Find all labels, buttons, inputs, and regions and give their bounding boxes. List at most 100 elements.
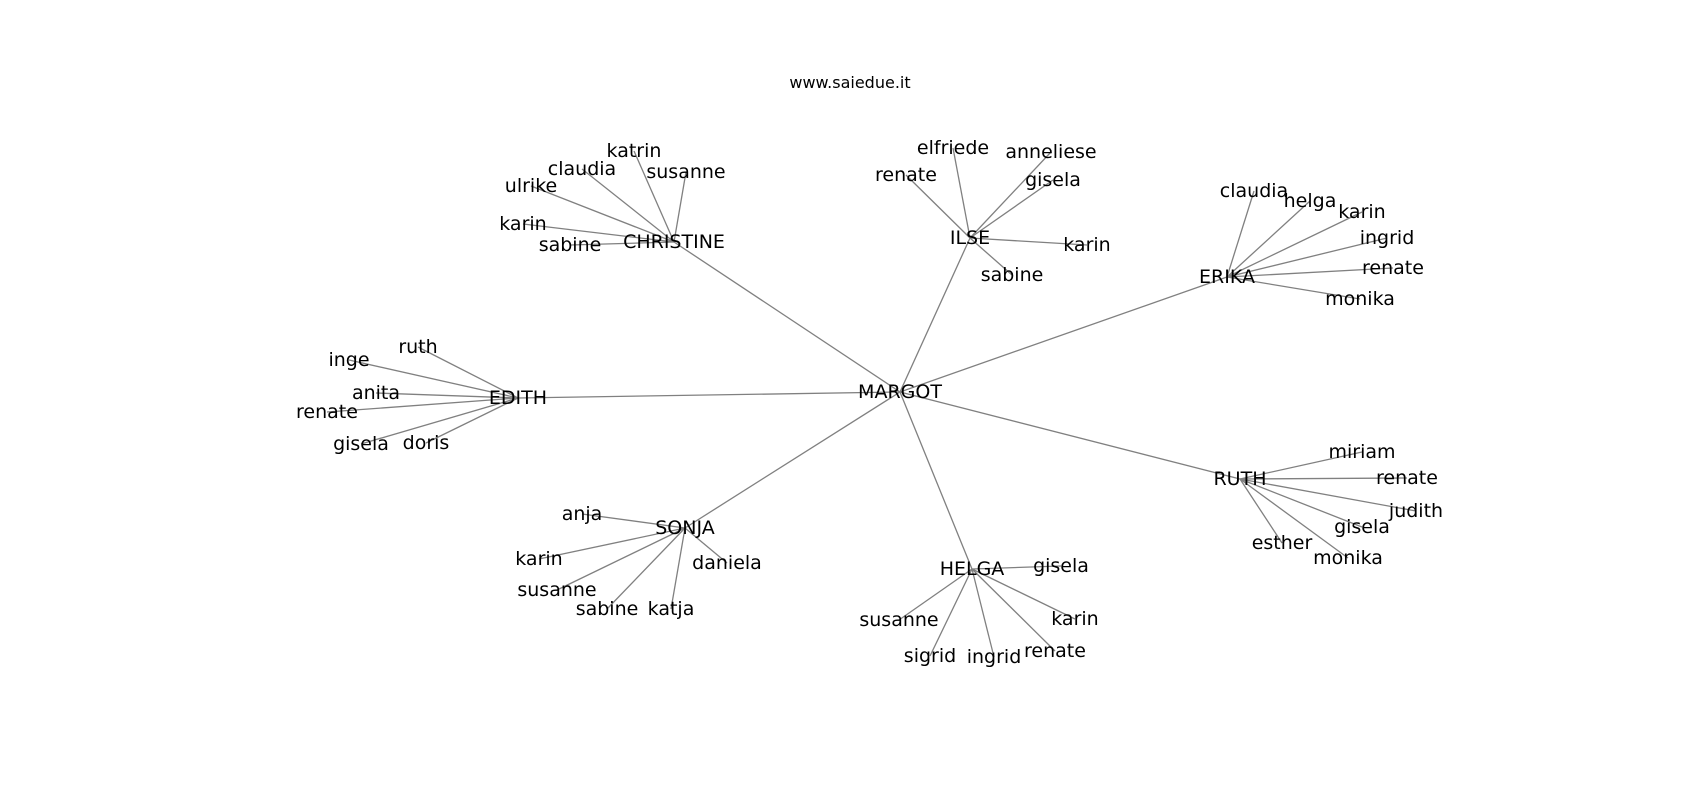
leaf-ilse-elfriede: elfriede xyxy=(917,137,989,159)
leaf-ruth-gisela: gisela xyxy=(1334,516,1390,538)
edge-helga-sigrid xyxy=(929,568,973,657)
leaf-christine-karin: karin xyxy=(499,213,546,235)
node-erika: ERIKA xyxy=(1199,266,1255,288)
leaf-ilse-anneliese: anneliese xyxy=(1005,141,1096,163)
edge-christine-ulrike xyxy=(530,185,675,243)
leaf-ruth-miriam: miriam xyxy=(1328,441,1395,463)
leaf-helga-sigrid: sigrid xyxy=(904,645,956,667)
leaf-sonja-karin: karin xyxy=(515,548,562,570)
leaf-ruth-esther: esther xyxy=(1252,532,1313,554)
edge-christine-karin xyxy=(522,223,675,243)
leaf-erika-claudia: claudia xyxy=(1220,180,1288,202)
edge-margot-ilse xyxy=(899,237,971,393)
edge-ruth-gisela xyxy=(1239,478,1363,528)
leaf-sonja-katja: katja xyxy=(648,598,695,620)
edge-sonja-anja xyxy=(581,513,686,529)
edges-layer xyxy=(326,147,1417,658)
node-ruth: RUTH xyxy=(1213,468,1266,490)
leaf-edith-renate: renate xyxy=(296,401,358,423)
edge-edith-anita xyxy=(375,392,519,399)
leaf-ruth-judith: judith xyxy=(1388,500,1443,522)
node-helga: HELGA xyxy=(940,558,1005,580)
leaf-edith-doris: doris xyxy=(403,432,450,454)
edge-sonja-daniela xyxy=(684,527,728,564)
leaf-ruth-renate: renate xyxy=(1376,467,1438,489)
edge-ilse-elfriede xyxy=(952,147,971,239)
node-ilse: ILSE xyxy=(950,227,990,249)
edge-edith-inge xyxy=(348,359,519,399)
edge-margot-christine xyxy=(673,241,901,393)
leaf-ilse-gisela: gisela xyxy=(1025,169,1081,191)
edge-christine-claudia xyxy=(581,168,675,243)
leaf-ilse-sabine: sabine xyxy=(981,264,1044,286)
edge-ruth-renate xyxy=(1239,477,1408,480)
edge-helga-ingrid xyxy=(971,568,995,658)
edge-erika-monika xyxy=(1226,276,1361,300)
node-margot: MARGOT xyxy=(858,381,942,403)
edge-edith-renate xyxy=(326,397,519,413)
edge-christine-susanne xyxy=(673,171,687,243)
leaf-ilse-renate: renate xyxy=(875,164,937,186)
edge-sonja-karin xyxy=(538,527,686,560)
edge-ruth-miriam xyxy=(1239,451,1363,480)
leaf-sonja-daniela: daniela xyxy=(692,552,762,574)
edge-erika-helga xyxy=(1226,200,1311,278)
leaf-erika-monika: monika xyxy=(1325,288,1395,310)
leaf-helga-renate: renate xyxy=(1024,640,1086,662)
leaf-edith-ruth: ruth xyxy=(398,336,437,358)
edge-edith-doris xyxy=(425,397,519,444)
edge-sonja-sabine xyxy=(606,527,686,610)
edge-ilse-renate xyxy=(905,174,971,239)
edge-erika-ingrid xyxy=(1226,237,1388,278)
edge-ilse-gisela xyxy=(969,179,1054,239)
leaf-sonja-susanne: susanne xyxy=(517,579,596,601)
edge-erika-karin xyxy=(1226,211,1363,278)
edge-margot-edith xyxy=(517,391,901,399)
edge-margot-erika xyxy=(899,276,1228,393)
edge-erika-renate xyxy=(1226,267,1394,278)
edge-margot-helga xyxy=(899,391,973,570)
leaf-ruth-monika: monika xyxy=(1313,547,1383,569)
leaf-christine-ulrike: ulrike xyxy=(505,175,557,197)
edge-ilse-anneliese xyxy=(969,151,1052,239)
leaf-helga-gisela: gisela xyxy=(1033,555,1089,577)
edge-sonja-katja xyxy=(670,527,686,610)
leaf-edith-anita: anita xyxy=(352,382,400,404)
edge-erika-claudia xyxy=(1226,190,1255,278)
edge-christine-sabine xyxy=(569,241,675,246)
edge-ruth-judith xyxy=(1239,478,1417,512)
leaf-ilse-karin: karin xyxy=(1063,234,1110,256)
edge-ruth-esther xyxy=(1239,478,1283,544)
leaf-christine-susanne: susanne xyxy=(646,161,725,183)
edge-ilse-sabine xyxy=(969,237,1013,276)
leaf-sonja-sabine: sabine xyxy=(576,598,639,620)
leaf-christine-sabine: sabine xyxy=(539,234,602,256)
node-sonja: SONJA xyxy=(655,517,715,539)
node-christine: CHRISTINE xyxy=(623,231,725,253)
edge-helga-susanne xyxy=(898,568,973,621)
leaf-sonja-anja: anja xyxy=(562,503,603,525)
leaf-christine-katrin: katrin xyxy=(607,140,662,162)
diagram-title: www.saiedue.it xyxy=(789,73,910,92)
edge-helga-karin xyxy=(971,568,1076,620)
leaf-edith-gisela: gisela xyxy=(333,433,389,455)
leaf-erika-helga: helga xyxy=(1284,190,1337,212)
edge-ruth-monika xyxy=(1239,478,1349,559)
edge-margot-ruth xyxy=(899,391,1241,480)
edge-ilse-karin xyxy=(969,237,1088,246)
edge-margot-sonja xyxy=(684,391,901,529)
node-edith: EDITH xyxy=(489,387,547,409)
leaf-christine-claudia: claudia xyxy=(548,158,616,180)
leaf-helga-karin: karin xyxy=(1051,608,1098,630)
edge-helga-renate xyxy=(971,568,1056,652)
leaf-helga-ingrid: ingrid xyxy=(967,646,1022,668)
leaf-erika-karin: karin xyxy=(1338,201,1385,223)
edge-edith-gisela xyxy=(360,397,519,445)
edge-edith-ruth xyxy=(417,346,519,399)
leaf-helga-susanne: susanne xyxy=(859,609,938,631)
edge-helga-gisela xyxy=(971,565,1062,570)
edge-sonja-susanne xyxy=(556,527,686,591)
leaf-erika-renate: renate xyxy=(1362,257,1424,279)
